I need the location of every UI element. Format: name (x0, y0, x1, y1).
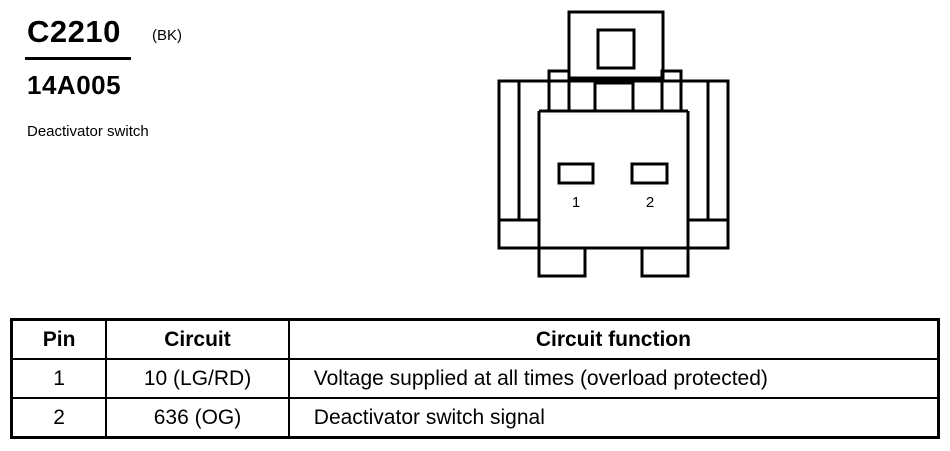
pin-cavity-1 (557, 162, 595, 185)
pin-cavity-2 (630, 162, 669, 185)
cell-pin: 2 (10, 397, 108, 439)
pin-label-2: 2 (646, 194, 654, 211)
table-row: 2 636 (OG) Deactivator switch signal (10, 397, 940, 439)
connector-foot-left (537, 246, 587, 278)
connector-face-diagram: 1 2 (497, 10, 730, 278)
connector-latch-window (596, 28, 636, 70)
table-row: 1 10 (LG/RD) Voltage supplied at all tim… (10, 358, 940, 399)
header-pin: Pin (10, 318, 108, 360)
title-underline (25, 57, 131, 60)
table-header-row: Pin Circuit Circuit function (10, 318, 940, 360)
connector-body (497, 79, 730, 250)
pin-label-1: 1 (572, 194, 580, 211)
cell-circuit: 636 (OG) (105, 397, 290, 439)
connector-id: C2210 (27, 14, 121, 49)
part-number: 14A005 (27, 70, 122, 100)
cell-function: Voltage supplied at all times (overload … (287, 358, 940, 399)
connector-latch-outer (567, 10, 665, 80)
header-circuit-function: Circuit function (287, 318, 940, 360)
connector-post-right (660, 69, 683, 113)
cell-function: Deactivator switch signal (287, 397, 940, 439)
connector-latch-tab (593, 81, 635, 113)
cell-circuit: 10 (LG/RD) (105, 358, 290, 399)
pin-table: Pin Circuit Circuit function 1 10 (LG/RD… (10, 318, 940, 439)
connector-post-left (547, 69, 571, 113)
connector-color-code: (BK) (152, 27, 182, 44)
header-circuit: Circuit (105, 318, 290, 360)
connector-foot-right (640, 246, 690, 278)
cell-pin: 1 (10, 358, 108, 399)
connector-description: Deactivator switch (27, 123, 149, 140)
